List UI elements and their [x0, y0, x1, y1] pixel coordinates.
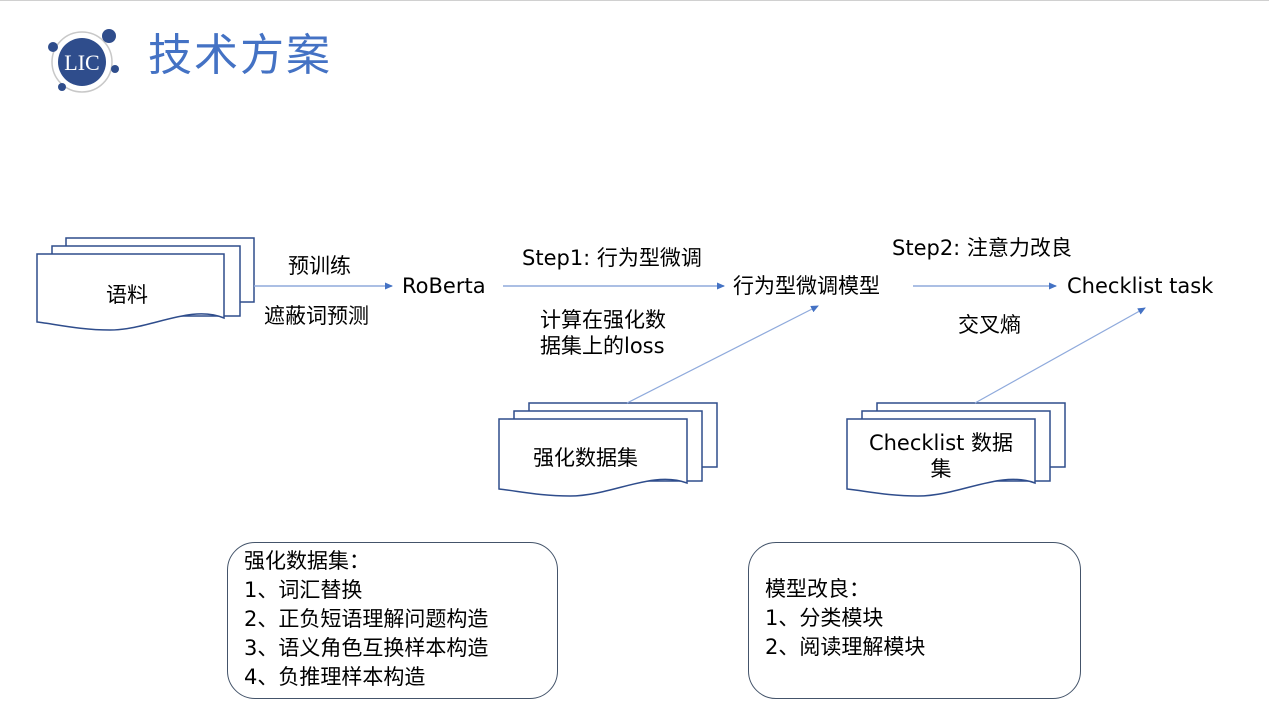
logo-orbit-ring — [51, 31, 113, 93]
notes-item: 4、负推理样本构造 — [244, 665, 426, 689]
logo-dot-right — [111, 65, 119, 73]
notes-item: 1、分类模块 — [765, 606, 884, 630]
notes-item: 1、词汇替换 — [244, 578, 363, 602]
checklist-dataset-label-line2: 集 — [930, 457, 952, 482]
model-improvement-notes-box: 模型改良： 1、分类模块 2、阅读理解模块 — [748, 542, 1081, 699]
notes-heading: 强化数据集： — [244, 549, 370, 573]
node-checklist-task-label: Checklist task — [1067, 274, 1214, 298]
checklist-dataset-document-stack — [846, 402, 1066, 497]
doc-layer-front — [846, 418, 1036, 497]
logo-dot-bottom-left — [58, 83, 66, 91]
logo-dot-left — [48, 42, 58, 52]
logo-text: LIC — [64, 50, 99, 75]
augmented-dataset-notes-box: 强化数据集： 1、词汇替换 2、正负短语理解问题构造 3、语义角色互换样本构造 … — [227, 542, 558, 699]
augmented-dataset-document-stack — [498, 402, 718, 497]
edge-step2-label: Step2: 注意力改良 — [892, 236, 1072, 260]
node-finetuned-model-label: 行为型微调模型 — [733, 274, 880, 298]
slide-title: 技术方案 — [148, 30, 332, 81]
notes-item: 2、阅读理解模块 — [765, 635, 926, 659]
checklist-dataset-label-line1: Checklist 数据 — [868, 431, 1014, 455]
logo-disc — [58, 38, 106, 86]
arrow-augmented-to-finetuned — [626, 305, 819, 404]
notes-item: 2、正负短语理解问题构造 — [244, 607, 489, 631]
node-checklist-dataset-label: Checklist 数据 集 — [855, 430, 1027, 483]
top-divider — [0, 0, 1269, 1]
arrow-checklist-dataset-to-task — [974, 307, 1146, 404]
notes-heading: 模型改良： — [765, 577, 870, 601]
notes-item: 3、语义角色互换样本构造 — [244, 636, 489, 660]
edge-masked-word-prediction-label: 遮蔽词预测 — [264, 304, 369, 328]
node-roberta-label: RoBerta — [402, 274, 486, 298]
logo-dot-top-right — [102, 29, 116, 43]
corpus-document-stack — [36, 237, 255, 331]
node-augmented-dataset-label: 强化数据集 — [533, 446, 638, 470]
edge-pretrain-label: 预训练 — [288, 254, 351, 278]
doc-layer-front — [36, 253, 225, 331]
node-corpus-label: 语料 — [106, 283, 148, 307]
step1-loss-line1: 计算在强化数 — [540, 308, 666, 332]
lic-logo: LIC — [48, 29, 119, 93]
edge-cross-entropy-label: 交叉熵 — [958, 313, 1021, 337]
edge-step1-loss-label: 计算在强化数 据集上的loss — [540, 307, 666, 360]
edge-step1-label: Step1: 行为型微调 — [522, 246, 702, 270]
step1-loss-line2: 据集上的loss — [540, 334, 665, 359]
doc-layer-front — [498, 418, 688, 497]
